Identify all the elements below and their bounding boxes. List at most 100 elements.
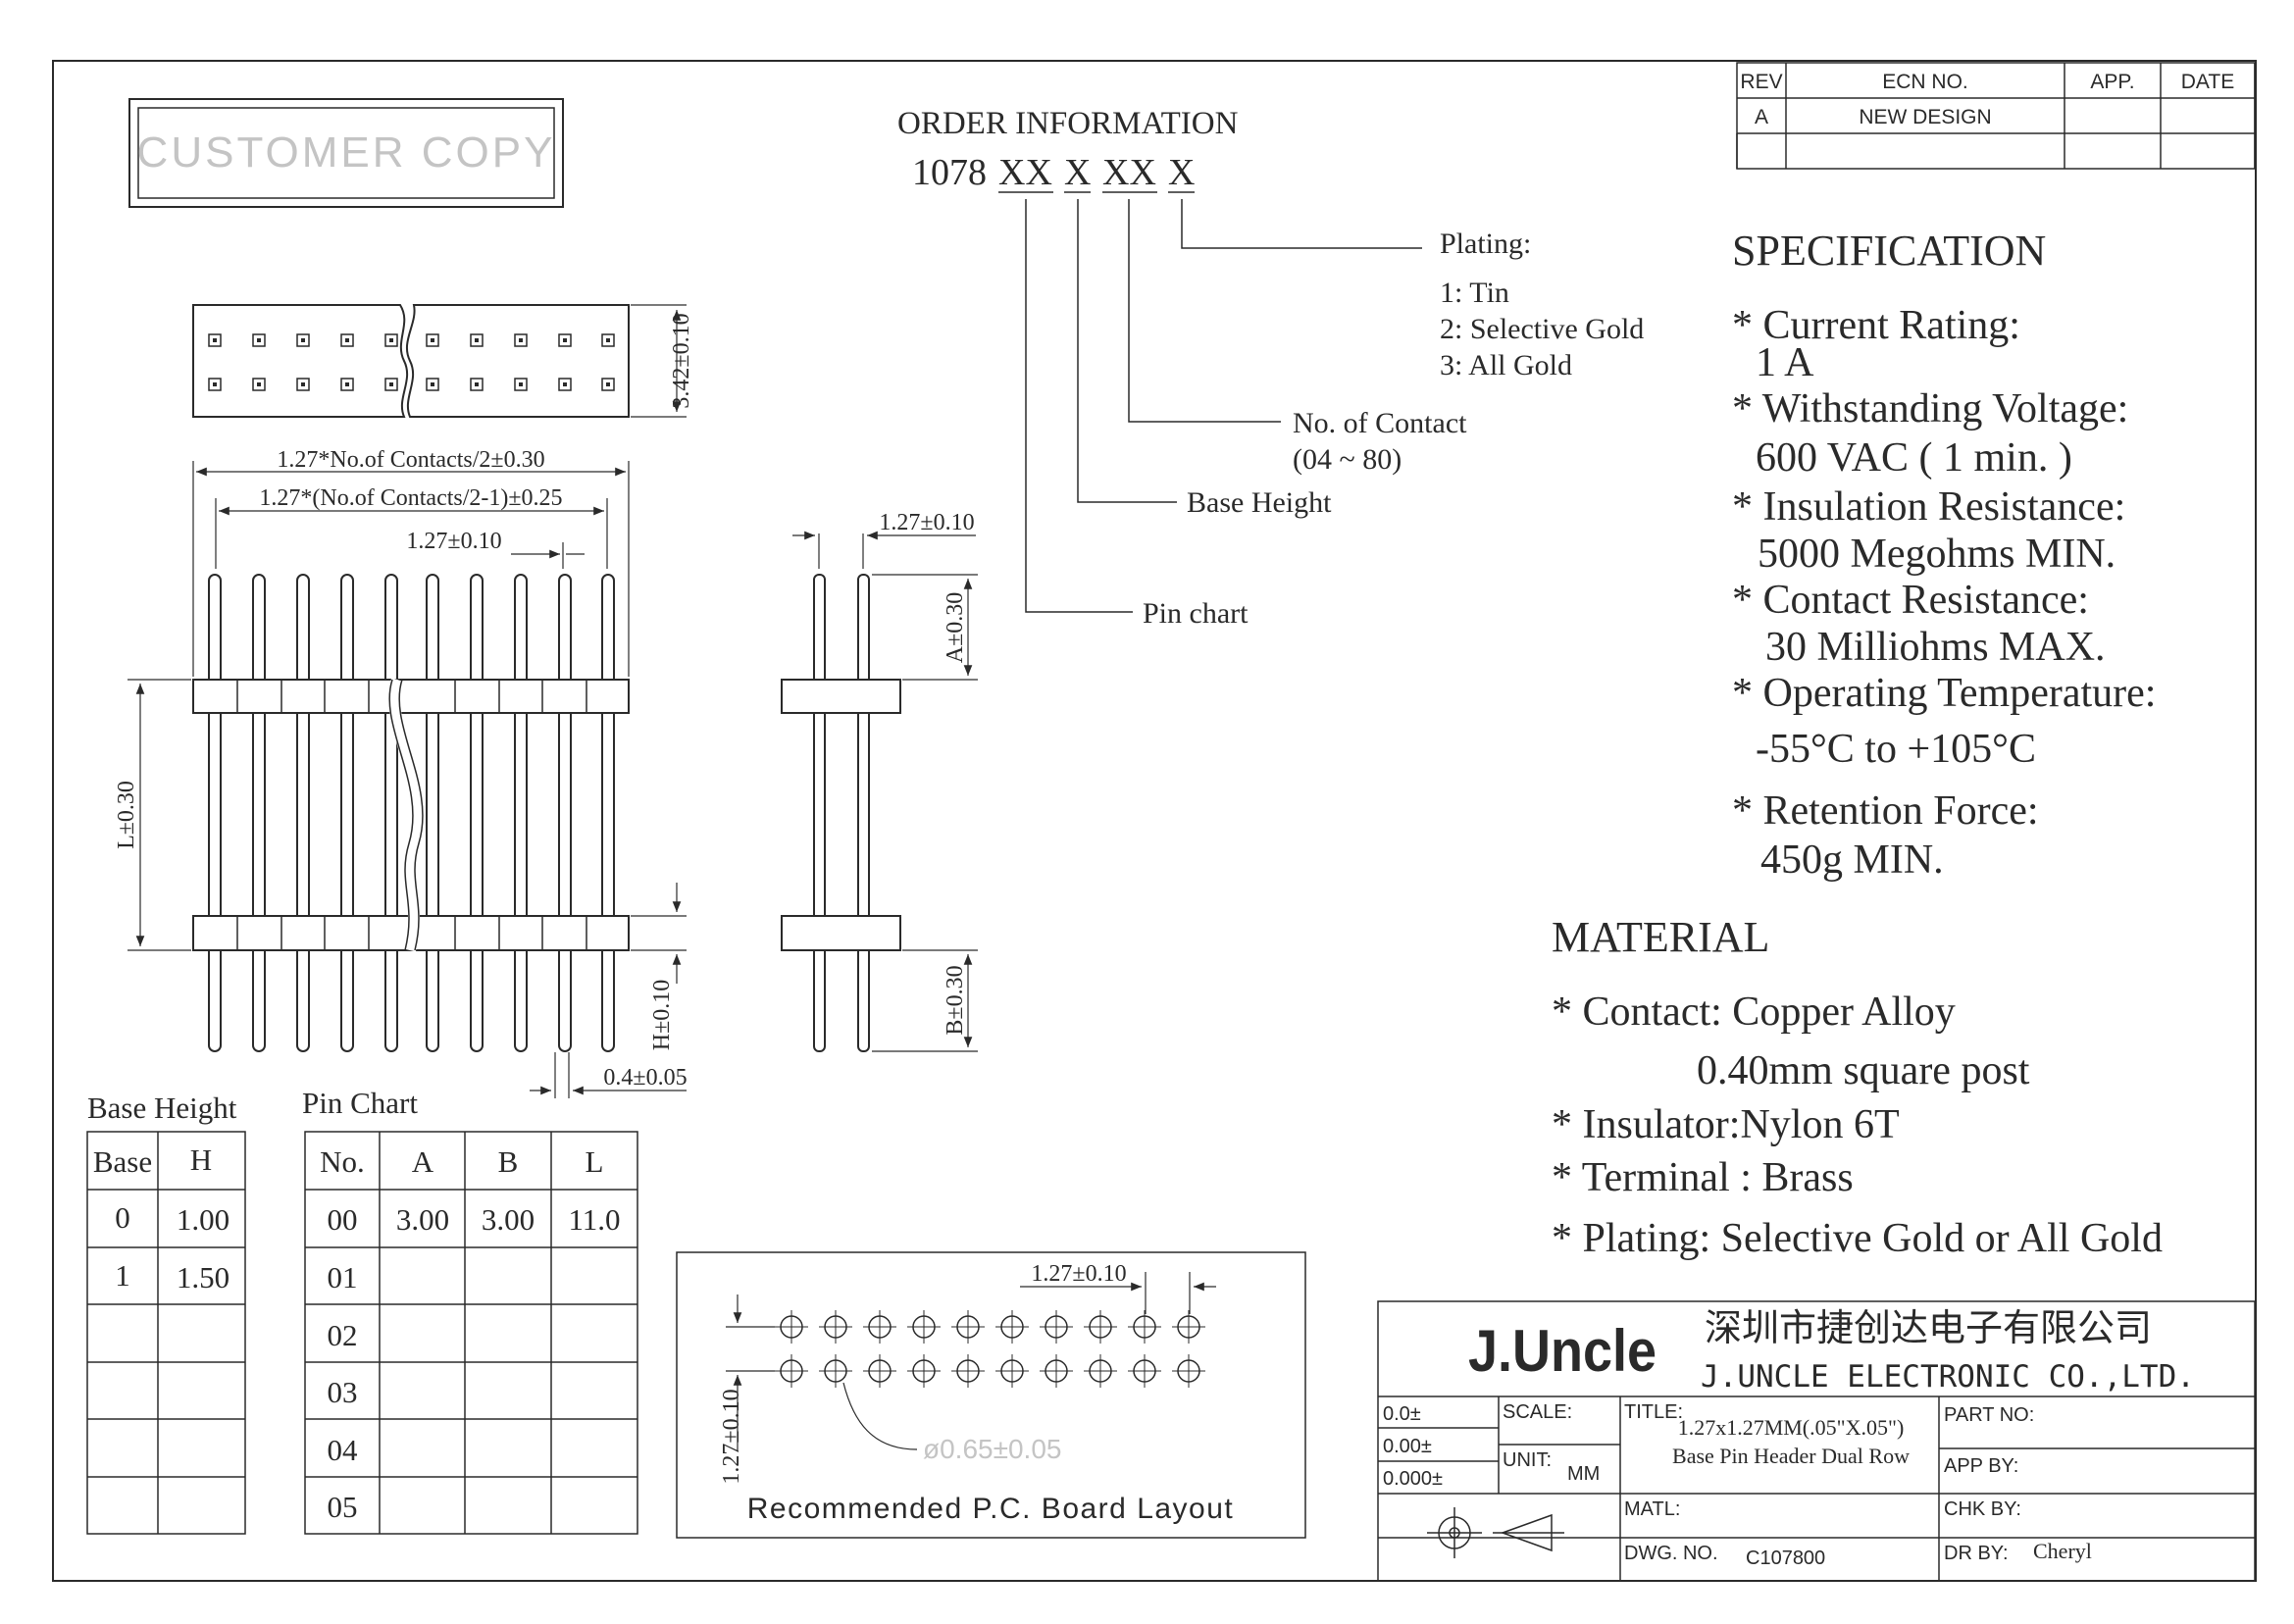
top-pad-center [301, 382, 305, 386]
ecn-header: ECN NO. [1882, 71, 1968, 93]
top-pad-center [213, 382, 217, 386]
tolerance-1: 0.0± [1383, 1403, 1421, 1425]
contact-label: No. of Contact [1293, 407, 1467, 439]
b-dim: B±0.30 [943, 965, 968, 1035]
top-pad [601, 333, 615, 347]
front-view: 1.27*No.of Contacts/2±0.30 1.27*(No.of C… [114, 447, 688, 1098]
top-pad [296, 378, 310, 391]
top-pad [252, 378, 266, 391]
front-pin [208, 574, 222, 1052]
top-pad-center [475, 338, 479, 342]
top-pad-center [257, 338, 261, 342]
top-pad [558, 378, 572, 391]
base-height-label: Base Height [1187, 486, 1332, 519]
company-logo: J.Uncle [1468, 1318, 1657, 1384]
order-code-prefix: 1078 [912, 152, 987, 193]
top-pad [340, 333, 354, 347]
pin-no-cell: 00 [328, 1202, 358, 1237]
pin-no-cell: 04 [328, 1433, 359, 1467]
h-cell: 1.50 [177, 1260, 229, 1294]
spec-line: * Insulation Resistance: [1732, 484, 2125, 530]
title-label: TITLE: [1624, 1401, 1683, 1423]
top-pad [558, 333, 572, 347]
h-dim: H±0.10 [649, 980, 675, 1051]
top-pad-center [345, 382, 349, 386]
base-height-title: Base Height [87, 1091, 237, 1125]
l-header: L [586, 1144, 604, 1179]
dr-by-label: DR BY: [1944, 1543, 2009, 1564]
pcb-layout-title: Recommended P.C. Board Layout [747, 1493, 1235, 1525]
top-pad-center [519, 382, 523, 386]
a-header: A [412, 1144, 434, 1179]
top-view: 3.42±0.10 [192, 304, 694, 418]
app-header: APP. [2090, 71, 2134, 93]
front-pin [252, 574, 266, 1052]
top-pad [252, 333, 266, 347]
order-information: ORDER INFORMATION 1078 XX X XX X Plating… [897, 106, 1644, 630]
tolerance-3: 0.000± [1383, 1468, 1443, 1490]
drawing-title-line2: Base Pin Header Dual Row [1672, 1444, 1910, 1468]
order-code-seg-plating: X [1168, 152, 1195, 193]
top-pad [470, 333, 484, 347]
top-pad-center [389, 338, 393, 342]
h-header: H [190, 1142, 212, 1177]
a-cell: 3.00 [396, 1202, 449, 1237]
front-pin [601, 574, 615, 1052]
top-pad-center [431, 382, 434, 386]
material: MATERIAL * Contact: Copper Alloy 0.40mm … [1552, 913, 2163, 1261]
top-pad [208, 378, 222, 391]
top-pad [340, 378, 354, 391]
scale-label: SCALE: [1503, 1401, 1572, 1423]
a-dim: A±0.30 [943, 592, 968, 664]
base-cell: 1 [115, 1258, 130, 1293]
top-pad [601, 378, 615, 391]
customer-copy-text: CUSTOMER COPY [137, 128, 556, 177]
top-pad [384, 378, 398, 391]
pin-no-cell: 01 [328, 1260, 358, 1294]
top-pad [470, 378, 484, 391]
b-cell: 3.00 [482, 1202, 535, 1237]
top-pad-center [475, 382, 479, 386]
dwg-no-value: C107800 [1746, 1548, 1825, 1569]
spec-title: SPECIFICATION [1732, 227, 2046, 275]
dwg-no-label: DWG. NO. [1624, 1543, 1718, 1564]
h-cell: 1.00 [177, 1202, 229, 1237]
front-pin [384, 574, 398, 1052]
material-title: MATERIAL [1552, 913, 1769, 961]
customer-copy-stamp: CUSTOMER COPY [128, 98, 564, 208]
b-header: B [498, 1144, 519, 1179]
top-pad-center [431, 338, 434, 342]
top-pad-center [606, 338, 610, 342]
revision-table [1736, 62, 2256, 170]
l-cell: 11.0 [568, 1202, 620, 1237]
pcb-hole-dim: ø0.65±0.05 [923, 1434, 1061, 1464]
top-pad-center [563, 382, 567, 386]
spec-line: 5000 Megohms MIN. [1758, 532, 2116, 577]
front-pin [296, 574, 310, 1052]
part-no-label: PART NO: [1944, 1404, 2034, 1426]
insulator-dividers [236, 680, 587, 950]
plating-option-1: 1: Tin [1440, 277, 1509, 309]
outer-border [52, 60, 2257, 1582]
plating-option-2: 2: Selective Gold [1440, 313, 1644, 345]
drawing-title-line1: 1.27x1.27MM(.05"X.05") [1678, 1415, 1905, 1440]
spec-line: * Current Rating: [1732, 303, 2020, 348]
side-pitch-dim: 1.27±0.10 [879, 510, 974, 535]
order-code-seg-pinchart: XX [998, 152, 1052, 193]
date-header: DATE [2181, 71, 2234, 93]
pcb-layout: 1.27±0.10 1.27±0.10 ø0.65±0.05 Recommend… [676, 1251, 1306, 1539]
top-pad-center [563, 338, 567, 342]
spec-line: * Operating Temperature: [1732, 671, 2156, 716]
chk-by-label: CHK BY: [1944, 1498, 2021, 1520]
spec-line: * Contact Resistance: [1732, 578, 2089, 623]
overall-width-dim: 1.27*No.of Contacts/2±0.30 [277, 447, 544, 473]
projection-symbol-icon [1427, 1507, 1564, 1558]
spec-line: 450g MIN. [1760, 837, 1944, 883]
rev-header: REV [1740, 71, 1782, 93]
top-pad-center [389, 382, 393, 386]
pin-no-cell: 03 [328, 1375, 358, 1409]
specification: SPECIFICATION * Current Rating: 1 A * Wi… [1732, 227, 2156, 883]
top-pad-center [301, 338, 305, 342]
title-block: J.Uncle 深圳市捷创达电子有限公司 J.UNCLE ELECTRONIC … [1377, 1300, 2256, 1582]
